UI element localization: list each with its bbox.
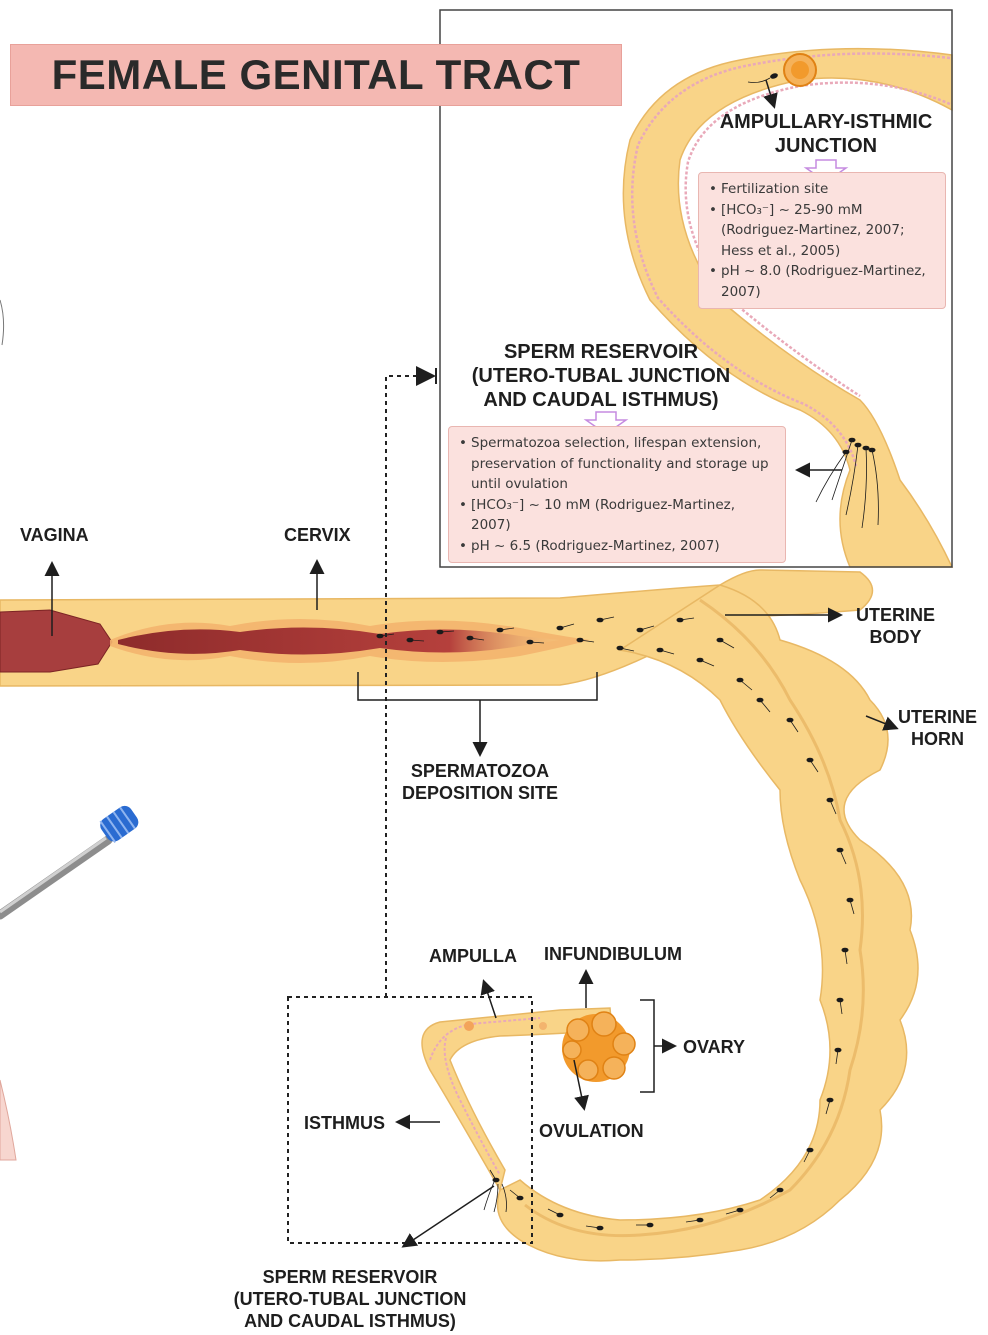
reservoir-note-item: Spermatozoa selection, lifespan extensio… (459, 433, 777, 495)
left-edge-line (0, 300, 4, 345)
label-uterine-body-line1: UTERINE (856, 604, 935, 626)
label-reservoir-bottom-line3: AND CAUDAL ISTHMUS) (222, 1310, 478, 1332)
ovary-bracket (640, 1000, 654, 1092)
reservoir-note-item: [HCO₃⁻] ~ 10 mM (Rodriguez-Martinez, 200… (459, 495, 777, 536)
label-uterine-horn: UTERINE HORN (898, 706, 977, 750)
label-ampullary-isthmic-junction: AMPULLARY-ISTHMIC JUNCTION (706, 110, 946, 158)
left-edge-shape (0, 1080, 16, 1160)
label-inset-sperm-reservoir: SPERM RESERVOIR (UTERO-TUBAL JUNCTION AN… (458, 340, 744, 412)
title-banner: FEMALE GENITAL TRACT (10, 44, 622, 106)
label-ovulation: OVULATION (539, 1120, 644, 1142)
label-uterine-horn-line2: HORN (898, 728, 977, 750)
label-uterine-body: UTERINE BODY (856, 604, 935, 648)
label-inset-reservoir-line2: (UTERO-TUBAL JUNCTION (458, 364, 744, 388)
reservoir-note-item: pH ~ 6.5 (Rodriguez-Martinez, 2007) (459, 536, 777, 557)
ovary-cluster (562, 1012, 635, 1082)
label-deposition-site: SPERMATOZOA DEPOSITION SITE (395, 760, 565, 804)
label-reservoir-bottom-line1: SPERM RESERVOIR (222, 1266, 478, 1288)
label-aij-line1: AMPULLARY-ISTHMIC (706, 110, 946, 134)
page-title: FEMALE GENITAL TRACT (52, 51, 581, 99)
arrow-reservoir-bottom (404, 1186, 494, 1246)
label-isthmus: ISTHMUS (304, 1112, 385, 1134)
arrow-ampulla (484, 982, 496, 1018)
label-ampulla: AMPULLA (429, 945, 517, 967)
inset-connector (386, 376, 432, 997)
catheter-illustration (0, 803, 141, 915)
label-infundibulum: INFUNDIBULUM (544, 943, 682, 965)
aij-note-item: pH ~ 8.0 (Rodriguez-Martinez, 2007) (709, 261, 937, 302)
label-cervix: CERVIX (284, 524, 351, 546)
main-tract (0, 570, 918, 1261)
label-inset-reservoir-line1: SPERM RESERVOIR (458, 340, 744, 364)
reservoir-note-box: Spermatozoa selection, lifespan extensio… (448, 426, 786, 563)
label-reservoir-bottom: SPERM RESERVOIR (UTERO-TUBAL JUNCTION AN… (222, 1266, 478, 1332)
label-deposition-line2: DEPOSITION SITE (395, 782, 565, 804)
label-uterine-horn-line1: UTERINE (898, 706, 977, 728)
aij-note-item: Fertilization site (709, 179, 937, 200)
label-deposition-line1: SPERMATOZOA (395, 760, 565, 782)
label-uterine-body-line2: BODY (856, 626, 935, 648)
label-vagina: VAGINA (20, 524, 89, 546)
label-reservoir-bottom-line2: (UTERO-TUBAL JUNCTION (222, 1288, 478, 1310)
label-ovary: OVARY (683, 1036, 745, 1058)
label-aij-line2: JUNCTION (706, 134, 946, 158)
aij-note-item: [HCO₃⁻] ~ 25-90 mM (Rodriguez-Martinez, … (709, 200, 937, 262)
label-inset-reservoir-line3: AND CAUDAL ISTHMUS) (458, 388, 744, 412)
aij-note-box: Fertilization site [HCO₃⁻] ~ 25-90 mM (R… (698, 172, 946, 309)
